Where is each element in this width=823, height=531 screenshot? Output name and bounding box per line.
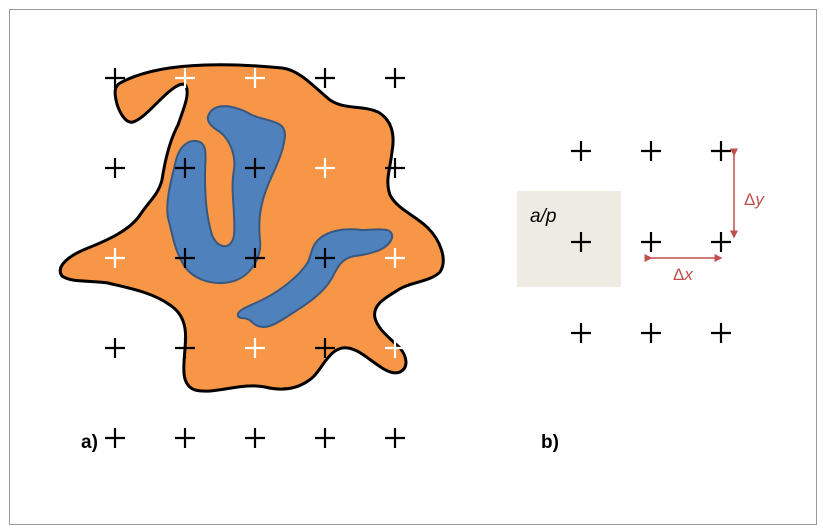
grid-point-outside: [315, 68, 335, 88]
grid-point-outside: [105, 158, 125, 178]
grid-point: [571, 323, 591, 343]
grid-points-b: [571, 141, 731, 343]
dx-label: Δx: [673, 265, 693, 284]
grid-point: [571, 141, 591, 161]
grid-point: [711, 232, 731, 252]
grid-point-outside: [385, 158, 405, 178]
inner-region-upper: [166, 105, 286, 284]
grid-point-outside: [245, 248, 265, 268]
grid-point: [641, 323, 661, 343]
grid-point: [641, 141, 661, 161]
grid-point-outside: [315, 428, 335, 448]
grid-points-a: [105, 68, 405, 448]
dy-label: Δy: [744, 190, 765, 209]
panel-b-label: b): [541, 432, 559, 453]
cell-area-label: a/p: [530, 206, 556, 227]
grid-point: [641, 232, 661, 252]
grid-point: [571, 232, 591, 252]
grid-point-outside: [385, 428, 405, 448]
inner-region-lower: [236, 228, 394, 328]
grid-point-outside: [105, 428, 125, 448]
grid-point-outside: [175, 248, 195, 268]
grid-point-inside: [315, 158, 335, 178]
grid-point-inside: [105, 248, 125, 268]
grid-point-outside: [175, 158, 195, 178]
panel-a-label: a): [81, 432, 98, 453]
grid-point-inside: [245, 68, 265, 88]
grid-point-outside: [105, 68, 125, 88]
grid-point-outside: [245, 428, 265, 448]
grid-point-inside: [245, 338, 265, 358]
grid-point-outside: [245, 158, 265, 178]
grid-point-outside: [315, 338, 335, 358]
grid-point: [711, 323, 731, 343]
grid-point: [711, 141, 731, 161]
cell-area-box: [517, 191, 621, 287]
grid-point-inside: [385, 248, 405, 268]
grid-point-inside: [175, 68, 195, 88]
grid-point-outside: [105, 338, 125, 358]
grid-point-outside: [315, 248, 335, 268]
grid-point-inside: [385, 338, 405, 358]
grid-point-outside: [175, 338, 195, 358]
grid-point-outside: [175, 428, 195, 448]
grid-point-outside: [385, 68, 405, 88]
